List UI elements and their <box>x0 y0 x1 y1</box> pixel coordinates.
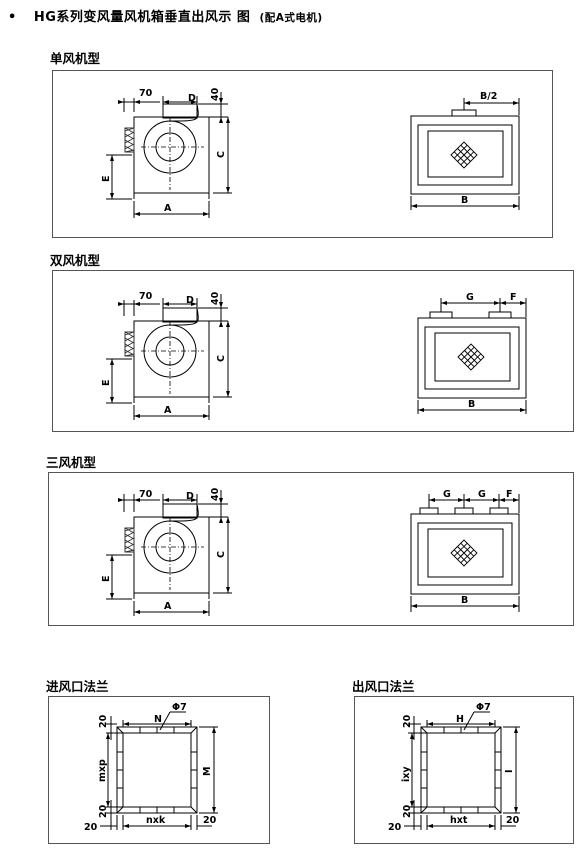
panel-inlet-flange <box>48 696 270 844</box>
title-bullet: • <box>8 10 17 25</box>
dim-70: 70 <box>139 489 153 500</box>
dim-70: 70 <box>139 291 153 302</box>
inlet-dim-top-20: 20 <box>98 714 109 728</box>
dim-B: B <box>468 399 475 410</box>
dim-40: 40 <box>210 291 221 305</box>
title-text: HG系列变风量风机箱垂直出风示 图 <box>33 10 251 25</box>
inlet-dim-bottom-20-vertical: 20 <box>98 804 109 818</box>
inlet-dim-N: N <box>154 714 162 725</box>
outlet-dim-bottom-20-left: 20 <box>388 822 402 833</box>
outlet-dim-bottom-20-vertical: 20 <box>402 804 413 818</box>
dim-B: B <box>461 195 468 206</box>
inlet-dim-nxk: nxk <box>146 815 166 826</box>
dim-D: D <box>186 491 194 502</box>
dim-F: F <box>510 292 517 303</box>
inlet-dim-bottom-20-left: 20 <box>84 822 98 833</box>
dim-A: A <box>164 405 172 416</box>
outlet-dim-phi7: Φ7 <box>476 702 491 713</box>
dim-C: C <box>216 355 227 362</box>
inlet-dim-phi7: Φ7 <box>172 702 187 713</box>
dim-D: D <box>186 295 194 306</box>
outlet-dim-top-20: 20 <box>402 714 413 728</box>
dim-A: A <box>164 601 172 612</box>
dim-40: 40 <box>210 87 221 101</box>
panel-triple-fan <box>48 472 574 626</box>
section-label-double: 双风机型 <box>50 253 101 268</box>
section-label-outlet-flange: 出风口法兰 <box>352 679 415 694</box>
outlet-dim-hxt: hxt <box>450 815 468 826</box>
page-title: • HG系列变风量风机箱垂直出风示 图 (配A式电机) <box>8 6 323 25</box>
dim-C: C <box>216 151 227 158</box>
outlet-dim-H: H <box>456 714 464 725</box>
dim-D: D <box>188 93 196 104</box>
inlet-dim-M: M <box>202 767 213 776</box>
dim-B-half: B/2 <box>480 91 497 102</box>
dim-G: G <box>466 292 474 303</box>
dim-A: A <box>164 203 172 214</box>
dim-G-1: G <box>443 489 451 500</box>
dim-E: E <box>101 576 112 583</box>
dim-40: 40 <box>210 487 221 501</box>
section-label-triple: 三风机型 <box>46 455 97 470</box>
dim-G-2: G <box>478 489 486 500</box>
dim-F: F <box>506 489 513 500</box>
section-label-single: 单风机型 <box>50 51 101 66</box>
outlet-dim-I: I <box>504 769 515 773</box>
section-label-inlet-flange: 进风口法兰 <box>46 679 109 694</box>
outlet-dim-bottom-20-right: 20 <box>506 815 520 826</box>
dim-C: C <box>216 551 227 558</box>
panel-outlet-flange <box>354 696 574 844</box>
inlet-dim-mxp: mxp <box>97 759 108 782</box>
dim-E: E <box>101 380 112 387</box>
panel-double-fan <box>52 270 574 432</box>
title-subtitle: (配A式电机) <box>259 12 323 24</box>
outlet-dim-ixy: ixy <box>401 766 412 782</box>
inlet-dim-bottom-20-right: 20 <box>203 815 217 826</box>
dim-70: 70 <box>139 88 153 99</box>
dim-E: E <box>101 176 112 183</box>
dim-B: B <box>461 595 468 606</box>
